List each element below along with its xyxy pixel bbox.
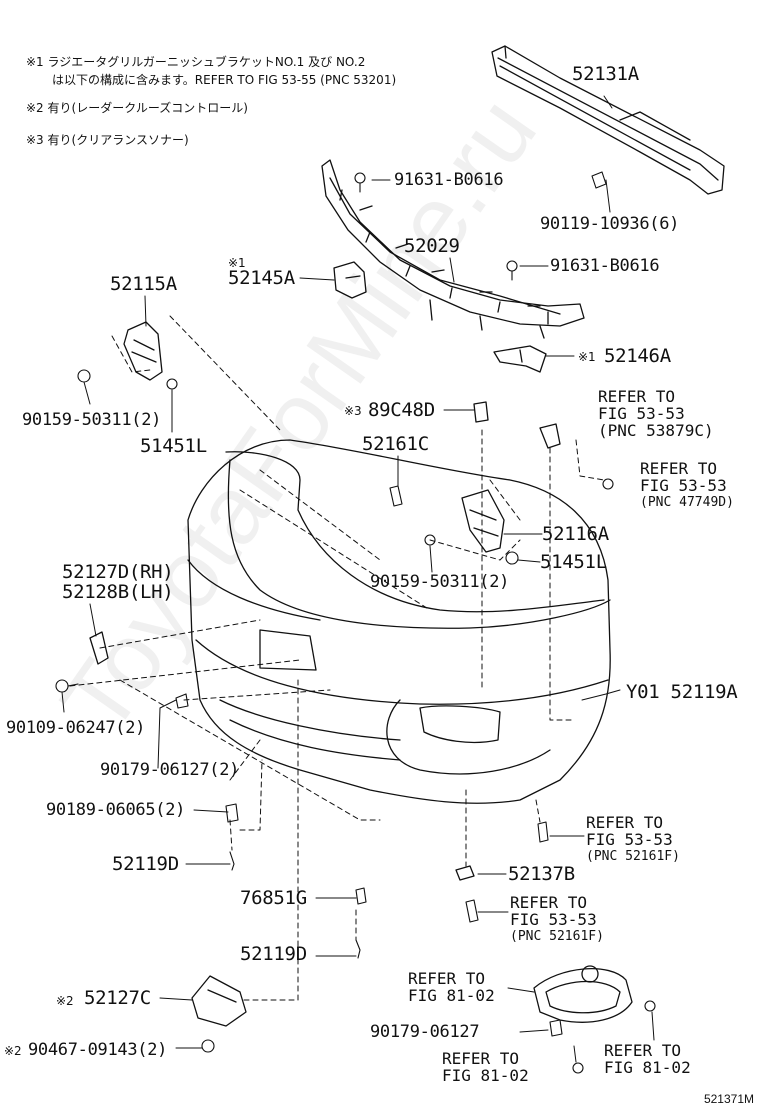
note-2: ※2 有り(レーダークルーズコントロール)	[26, 100, 248, 116]
part-label-y01-52119a: Y01 52119A	[626, 681, 738, 703]
part-label-52127d-rh: 52127D(RH)	[62, 561, 174, 583]
refer-6-line2: FIG 81-02	[442, 1066, 529, 1085]
part-label-52116a: 52116A	[542, 523, 609, 545]
fasteners	[55, 171, 656, 1074]
refer-6-line1: REFER TO	[442, 1049, 520, 1068]
refer-block-47749d: REFER TO FIG 53-53 (PNC 47749D)	[640, 460, 734, 511]
part-label-91631-b0616-top: 91631-B0616	[394, 170, 504, 190]
side-bracket-right-part	[461, 489, 505, 553]
fog-lamp-part	[533, 965, 633, 1023]
part-label-90179-06127-2: 90179-06127(2)	[100, 760, 240, 780]
dashed-assembly-lines	[69, 315, 605, 1001]
refer-2-line3: (PNC 47749D)	[640, 495, 734, 510]
part-label-52115a: 52115A	[110, 273, 177, 295]
refer-block-52161f-lower: REFER TO FIG 53-53 (PNC 52161F)	[510, 894, 604, 945]
refer-block-81-02-c: REFER TO FIG 81-02	[604, 1042, 691, 1076]
note-3-mark: ※3	[26, 133, 44, 147]
refer-1-line3: (PNC 53879C)	[598, 421, 714, 440]
part-label-52137b: 52137B	[508, 863, 575, 885]
part-label-51451l-left: 51451L	[140, 435, 207, 457]
part-label-52029: 52029	[404, 235, 460, 257]
refer-block-53879c: REFER TO FIG 53-53 (PNC 53879C)	[598, 388, 714, 439]
side-bracket-left-part	[123, 321, 163, 381]
note-1: ※1 ラジエータグリルガーニッシュブラケットNO.1 及び NO.2	[26, 54, 365, 70]
refer-4-line2: FIG 53-53	[510, 910, 597, 929]
refer-2-line1: REFER TO	[640, 459, 718, 478]
part-label-52131a: 52131A	[572, 63, 639, 85]
refer-1-line2: FIG 53-53	[598, 404, 685, 423]
part-label-90109-06247: 90109-06247(2)	[6, 718, 146, 738]
bumper-retainer-part	[321, 159, 585, 339]
part-label-91631-b0616-mid: 91631-B0616	[550, 256, 660, 276]
refer-block-52161f-upper: REFER TO FIG 53-53 (PNC 52161F)	[586, 814, 680, 865]
part-label-90189-06065: 90189-06065(2)	[46, 800, 186, 820]
plate-52137b-part	[455, 865, 475, 881]
note-mark-90467: ※2	[4, 1044, 22, 1058]
part-label-52127c: 52127C	[84, 987, 151, 1009]
bracket-52145a-part	[333, 261, 367, 299]
refer-3-line1: REFER TO	[586, 813, 664, 832]
refer-5-line1: REFER TO	[408, 969, 486, 988]
note-2-mark: ※2	[26, 101, 44, 115]
note-mark-52145a: ※1	[228, 256, 246, 270]
refer-4-line3: (PNC 52161F)	[510, 929, 604, 944]
note-1-line1: ラジエータグリルガーニッシュブラケットNO.1 及び NO.2	[47, 55, 366, 69]
refer-7-line1: REFER TO	[604, 1041, 682, 1060]
figure-code: 521371M	[703, 1092, 754, 1106]
part-label-76851g: 76851G	[240, 887, 307, 909]
part-label-51451l-right: 51451L	[540, 551, 607, 573]
refer-block-81-02-b: REFER TO FIG 81-02	[442, 1050, 529, 1084]
part-label-52119d-lower: 52119D	[240, 943, 307, 965]
reinforcement-beam-part	[491, 45, 725, 195]
note-mark-89c48d: ※3	[344, 404, 362, 418]
leader-lines	[61, 95, 655, 1063]
part-label-89c48d: 89C48D	[368, 399, 435, 421]
part-label-90467-09143: 90467-09143(2)	[28, 1040, 168, 1060]
note-1-mark: ※1	[26, 55, 44, 69]
sensor-holder-part	[473, 401, 489, 423]
refer-5-line2: FIG 81-02	[408, 986, 495, 1005]
side-cover-end-part	[89, 631, 109, 665]
note-mark-52146a: ※1	[578, 350, 596, 364]
refer-3-line3: (PNC 52161F)	[586, 849, 680, 864]
note-3-line1: 有り(クリアランスソナー)	[47, 133, 189, 147]
refer-block-81-02-a: REFER TO FIG 81-02	[408, 970, 495, 1004]
refer-7-line2: FIG 81-02	[604, 1058, 691, 1077]
part-label-52128b-lh: 52128B(LH)	[62, 581, 174, 603]
bracket-52146a-part	[493, 345, 547, 373]
refer-3-line2: FIG 53-53	[586, 830, 673, 849]
note-3: ※3 有り(クリアランスソナー)	[26, 132, 189, 148]
part-label-52146a: 52146A	[604, 345, 671, 367]
part-label-90179-06127: 90179-06127	[370, 1022, 480, 1042]
part-label-52161c: 52161C	[362, 433, 429, 455]
bumper-cover-part	[187, 439, 611, 804]
note-mark-52127c: ※2	[56, 994, 74, 1008]
part-label-52119d-upper: 52119D	[112, 853, 179, 875]
refer-1-line1: REFER TO	[598, 387, 676, 406]
note-2-line1: 有り(レーダークルーズコントロール)	[47, 101, 248, 115]
lower-bracket-52127c-part	[191, 975, 247, 1027]
note-1-line2: は以下の構成に含みます。REFER TO FIG 53-55 (PNC 5320…	[52, 73, 397, 87]
part-label-90119-10936: 90119-10936(6)	[540, 214, 680, 234]
part-label-52145a: 52145A	[228, 267, 295, 289]
bracket-53879c-part	[539, 423, 561, 449]
refer-4-line1: REFER TO	[510, 893, 588, 912]
part-label-90159-50311-right: 90159-50311(2)	[370, 572, 510, 592]
part-label-90159-50311-left: 90159-50311(2)	[22, 410, 162, 430]
refer-2-line2: FIG 53-53	[640, 476, 727, 495]
